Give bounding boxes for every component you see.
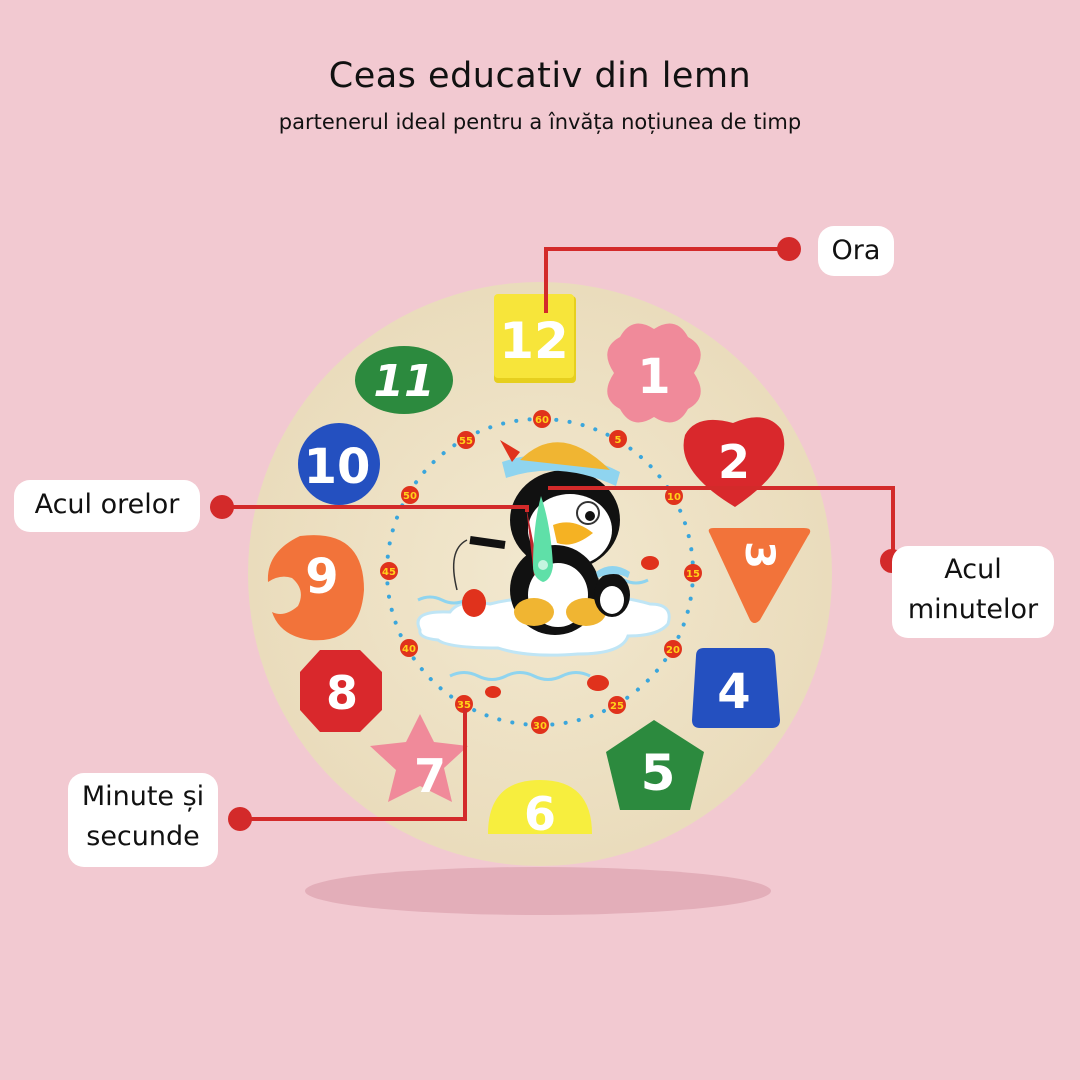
label-ora: Ora [818,226,894,276]
page-title: Ceas educativ din lemn [328,56,752,96]
svg-text:10: 10 [667,492,681,503]
hour-block-2: 2 [683,417,785,507]
hour-block-1: 1 [607,323,701,423]
svg-text:35: 35 [457,700,471,711]
label-minutes-seconds-line2: secunde [86,821,200,852]
page-subtitle: partenerul ideal pentru a învăța noțiune… [278,110,802,134]
svg-text:5: 5 [641,744,676,802]
minute-mark-5: 5 [609,430,627,448]
callout-ora [544,247,788,313]
hour-block-4: 4 [692,648,780,728]
svg-text:45: 45 [382,567,396,578]
label-minute-hand-line2: minutelor [907,594,1039,625]
svg-text:2: 2 [718,435,750,489]
hour-block-10: 10 [298,423,380,505]
callout-dot-hour-hand [210,495,234,519]
minute-mark-35: 35 [455,695,473,713]
svg-text:60: 60 [535,415,549,426]
svg-text:5: 5 [615,435,622,446]
callout-dot-ora [777,237,801,261]
label-minute-hand: Acul minutelor [892,546,1054,638]
svg-text:4: 4 [717,664,750,720]
hour-block-11: 11 [355,346,453,414]
callout-minute-hand [548,486,895,561]
minute-mark-50: 50 [401,486,419,504]
minute-mark-25: 25 [608,696,626,714]
svg-text:50: 50 [403,491,417,502]
svg-text:1: 1 [637,349,670,405]
svg-text:11: 11 [373,356,434,407]
hour-block-8: 8 [300,650,382,732]
svg-text:25: 25 [610,701,624,712]
svg-text:40: 40 [402,644,416,655]
svg-text:15: 15 [686,569,700,580]
svg-text:9: 9 [305,549,338,605]
minute-mark-45: 45 [380,562,398,580]
minute-hand-icon [533,496,553,582]
hour-block-12: 12 [494,294,576,383]
hour-block-6: 6 [488,780,592,841]
svg-text:10: 10 [304,439,371,495]
minute-mark-20: 20 [664,640,682,658]
callout-minutes-seconds [240,708,467,821]
minute-mark-15: 15 [684,564,702,582]
svg-text:20: 20 [666,645,680,656]
minute-mark-60: 60 [533,410,551,428]
svg-text:12: 12 [499,312,569,370]
label-minutes-seconds-line1: Minute și [81,781,205,812]
hour-block-5: 5 [606,720,704,810]
label-minutes-seconds: Minute și secunde [68,773,218,867]
clock-shadow [305,867,771,915]
minute-mark-30: 30 [531,716,549,734]
minute-markers: 60 5 10 15 20 25 30 35 40 45 50 55 [380,410,702,734]
hour-block-3: 3 [708,528,811,623]
minute-mark-10: 10 [665,487,683,505]
hour-block-7: 7 [370,714,468,803]
minute-mark-55: 55 [457,431,475,449]
hour-block-9: 9 [267,535,364,641]
label-hour-hand: Acul orelor [14,480,200,532]
svg-text:55: 55 [459,436,473,447]
callout-hour-hand [222,505,529,512]
svg-text:8: 8 [326,666,358,720]
minute-mark-40: 40 [400,639,418,657]
svg-text:30: 30 [533,721,547,732]
svg-text:7: 7 [414,749,446,803]
callout-dot-minutes-seconds [228,807,252,831]
svg-text:3: 3 [736,541,782,569]
label-minute-hand-line1: Acul [944,554,1002,585]
svg-text:6: 6 [524,787,556,841]
